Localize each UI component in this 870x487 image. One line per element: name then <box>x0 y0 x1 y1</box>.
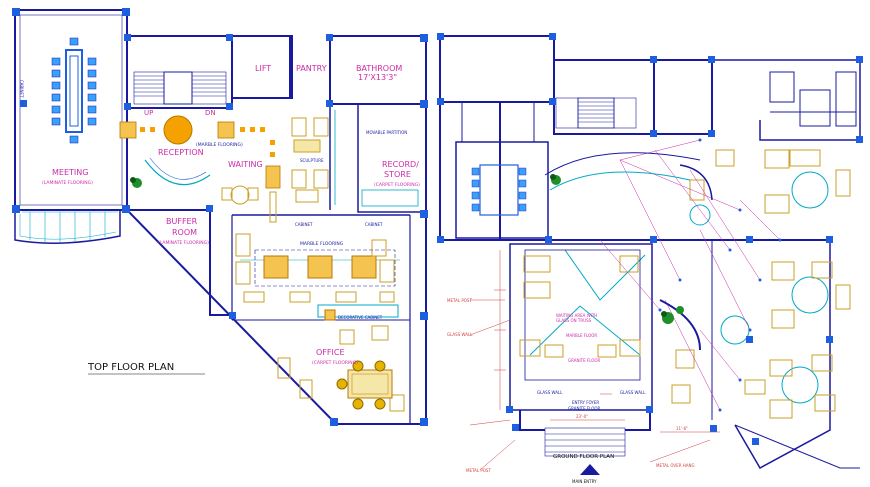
office-label: OFFICE <box>316 348 345 357</box>
entry-steps <box>544 427 626 457</box>
marble-floor-1-label: (MARBLE FLOORING) <box>196 142 243 148</box>
entry-foyer-label: ENTRY FOYER <box>572 400 599 405</box>
top-floor-plan: MEETING (LAMINATE FLOORING) RECEPTION WA… <box>12 8 428 426</box>
dimension-label-1: 23'-0" <box>576 414 588 419</box>
stair-block <box>126 35 233 109</box>
cabinet-label-2: CABINET <box>295 222 313 227</box>
decorative-cabinet-label: DECORATIVE CABINET <box>338 315 383 320</box>
marble-floor-2-label: MARBLE FLOORING <box>300 241 344 247</box>
store-label: STORE <box>384 170 411 179</box>
store-furniture <box>334 110 419 207</box>
marble-floor-label: MARBLE FLOOR <box>566 333 597 338</box>
meeting-floor-label: (LAMINATE FLOORING) <box>42 180 93 186</box>
structural-columns-ground <box>437 33 863 445</box>
main-entry-label: MAIN ENTRY <box>572 479 597 484</box>
buffer-label: BUFFER <box>166 217 198 226</box>
metal-over-label: METAL OVER HANG <box>656 463 695 468</box>
buffer-furniture <box>235 233 396 303</box>
lift-label: LIFT <box>255 64 271 73</box>
service-rooms <box>231 35 427 213</box>
lounge-chairs <box>671 149 851 419</box>
waiting-furniture <box>221 117 329 205</box>
ground-walls-lower <box>440 239 860 470</box>
buffer-floor-label: (LAMINATE FLOORING) <box>158 240 209 246</box>
bathroom-label: BATHROOM <box>356 64 402 73</box>
ground-floor-labels: GROUND FLOOR PLAN MAIN ENTRY MARBLE FLOO… <box>447 298 695 484</box>
glass-wall-label-2: GLASS WALL <box>537 390 563 395</box>
top-floor-title: TOP FLOOR PLAN <box>87 362 174 373</box>
entry-foyer-floor-label: GRANITE FLOOR <box>568 406 601 411</box>
ground-walls-upper <box>439 35 861 241</box>
ground-waiting-diamond <box>524 249 646 381</box>
fixture-dots <box>658 138 782 412</box>
metal-post-label-2: METAL POST <box>466 468 491 473</box>
cabinet-label-3: CABINET <box>365 222 383 227</box>
ground-floor-plan: GROUND FLOOR PLAN MAIN ENTRY MARBLE FLOO… <box>437 33 863 484</box>
bathroom-dims-label: 17'X13'3" <box>358 73 397 82</box>
structural-columns-top <box>12 8 428 426</box>
partition-label: MOVABLE PARTITION <box>366 130 407 135</box>
buffer-room-label: ROOM <box>172 228 197 237</box>
record-floor-label: (CARPET FLOORING) <box>374 182 420 188</box>
plant-top <box>130 177 142 188</box>
pantry-label: PANTRY <box>296 64 327 73</box>
right-lounge <box>689 171 829 404</box>
ground-stair <box>555 97 637 129</box>
waiting-area-label: WAITING AREA WITH <box>556 313 597 318</box>
main-entry-arrow <box>580 464 600 475</box>
dn-label: DN <box>205 109 216 117</box>
glass-wall-label-3: GLASS WALL <box>620 390 646 395</box>
metal-post-label-1: METAL POST <box>447 298 472 303</box>
plants-ground <box>550 174 684 324</box>
record-label: RECORD/ <box>382 160 419 169</box>
meeting-table <box>51 37 97 144</box>
glass-wall-label-1: GLASS WALL <box>447 332 473 337</box>
reception-counter <box>144 157 211 186</box>
meeting-label: MEETING <box>52 168 88 177</box>
leader-lines <box>469 299 711 471</box>
decorative-cabinet <box>317 304 399 321</box>
ceiling-fixtures <box>599 139 781 411</box>
granite-floor-label: GRANITE FLOOR <box>568 358 601 363</box>
office-furniture <box>277 325 405 412</box>
waiting-label: WAITING <box>228 160 263 169</box>
sculpture-label: SCULPTURE <box>300 158 324 163</box>
ground-curves <box>544 152 713 351</box>
top-floor-labels: MEETING (LAMINATE FLOORING) RECEPTION WA… <box>19 64 420 375</box>
reception-label: RECEPTION <box>158 148 204 157</box>
waiting-area-label-2: GLASS ON TRUSS <box>556 318 592 323</box>
dimension-lines <box>494 250 720 433</box>
dimension-label-2: 11'-6" <box>676 426 688 431</box>
reception-desk <box>119 115 281 223</box>
ground-grid-topright <box>769 71 857 127</box>
ground-floor-title: GROUND FLOOR PLAN <box>553 454 614 460</box>
up-label: UP <box>144 109 153 117</box>
office-floor-label: (CARPET FLOORING) <box>312 360 358 366</box>
ground-sofas <box>519 255 641 358</box>
ground-conference-table <box>471 164 527 216</box>
window-strip <box>22 211 118 243</box>
cabinet-label-1: CABINET <box>19 80 24 98</box>
